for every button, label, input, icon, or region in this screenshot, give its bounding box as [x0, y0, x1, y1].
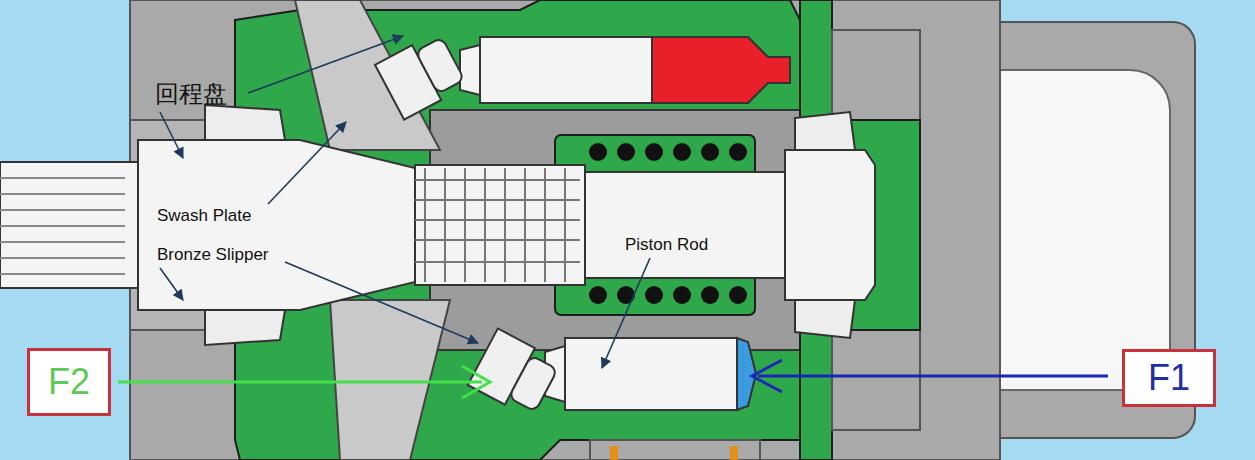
leader-line	[160, 268, 183, 300]
part-label: Piston Rod	[625, 235, 708, 255]
part-label: 回程盘	[155, 80, 227, 108]
arrow-head	[752, 360, 782, 392]
force-label: F2	[48, 364, 90, 400]
leader-line	[285, 262, 478, 343]
part-label: Swash Plate	[157, 206, 252, 226]
arrow-head	[462, 366, 490, 398]
part-label: Bronze Slipper	[157, 245, 269, 265]
leader-line	[268, 122, 346, 204]
force-box: F1	[1122, 349, 1216, 407]
leader-line	[602, 258, 650, 368]
leader-line	[160, 112, 183, 158]
leader-line	[248, 36, 403, 93]
force-label: F1	[1148, 360, 1190, 396]
force-box: F2	[27, 348, 111, 416]
force-arrow	[758, 375, 1108, 378]
force-arrow	[118, 381, 482, 384]
